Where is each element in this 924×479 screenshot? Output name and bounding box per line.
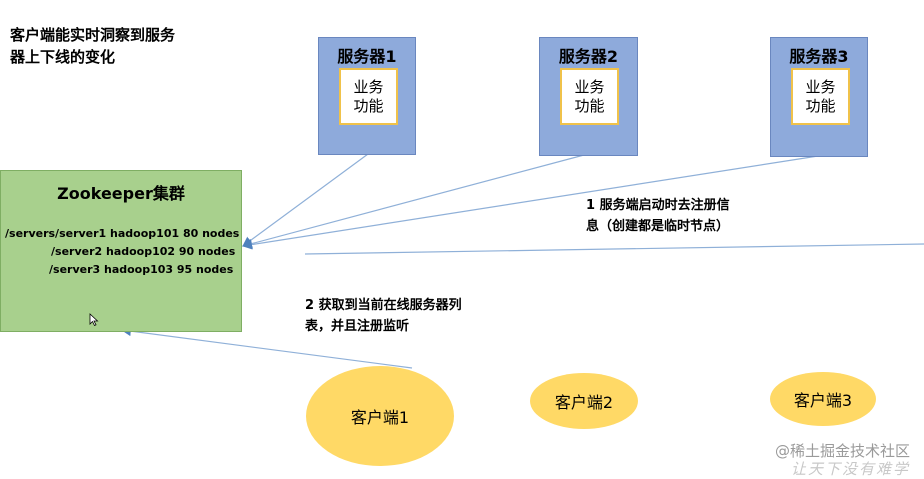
server-1-box: 服务器1 业务 功能: [318, 37, 416, 155]
server-3-name: 服务器3: [789, 47, 849, 66]
server-1-name: 服务器1: [337, 47, 397, 66]
zookeeper-cluster-box: Zookeeper集群 /servers/server1 hadoop101 8…: [0, 170, 242, 332]
diagram-title: 客户端能实时洞察到服务 器上下线的变化: [10, 24, 210, 68]
client-3-ellipse: 客户端3: [770, 372, 876, 426]
server-3-function-line-2: 功能: [805, 96, 836, 115]
connector-client1-to-zookeeper: [121, 326, 413, 369]
server-2-function-line-1: 业务: [574, 77, 605, 96]
watermark-subtext: 让天下没有难学: [790, 460, 910, 478]
title-line-2: 器上下线的变化: [10, 48, 116, 66]
register-note: 1 服务端启动时去注册信 息（创建都是临时节点）: [586, 195, 730, 237]
server-2-box: 服务器2 业务 功能: [539, 37, 638, 156]
server-3-function-line-1: 业务: [805, 77, 836, 96]
connector-server2-to-zookeeper: [242, 154, 585, 249]
mouse-cursor-icon: [89, 312, 99, 331]
watermark-text: @稀土掘金技术社区: [774, 442, 910, 460]
client-1-ellipse: 客户端1: [306, 366, 454, 466]
client-2-ellipse: 客户端2: [530, 373, 638, 429]
divider-line: [304, 243, 924, 255]
zookeeper-node-server2: /server2 hadoop102 90 nodes: [51, 245, 236, 258]
fetch-note: 2 获取到当前在线服务器列 表，并且注册监听: [305, 295, 462, 337]
server-2-function-line-2: 功能: [574, 96, 605, 115]
server-2-function-box: 业务 功能: [560, 68, 619, 125]
zookeeper-node-server3: /server3 hadoop103 95 nodes: [49, 263, 234, 276]
server-1-function-line-1: 业务: [353, 77, 384, 96]
client-3-label: 客户端3: [793, 391, 853, 410]
fetch-note-line-2: 表，并且注册监听: [305, 319, 410, 334]
register-note-line-2: 息（创建都是临时节点）: [586, 219, 730, 234]
client-1-label: 客户端1: [350, 408, 410, 427]
connector-server3-to-zookeeper: [242, 155, 819, 250]
server-2-name: 服务器2: [558, 47, 619, 66]
connector-server1-to-zookeeper: [242, 153, 369, 247]
zookeeper-node-server1: /servers/server1 hadoop101 80 nodes: [5, 227, 240, 240]
client-2-label: 客户端2: [554, 393, 614, 412]
server-3-function-box: 业务 功能: [791, 68, 850, 125]
fetch-note-line-1: 2 获取到当前在线服务器列: [305, 298, 462, 313]
title-line-1: 客户端能实时洞察到服务: [10, 26, 176, 44]
register-note-line-1: 1 服务端启动时去注册信: [586, 198, 730, 213]
server-1-function-line-2: 功能: [353, 96, 384, 115]
server-1-function-box: 业务 功能: [339, 68, 398, 125]
zookeeper-cluster-title: Zookeeper集群: [57, 184, 185, 203]
server-3-box: 服务器3 业务 功能: [770, 37, 868, 157]
